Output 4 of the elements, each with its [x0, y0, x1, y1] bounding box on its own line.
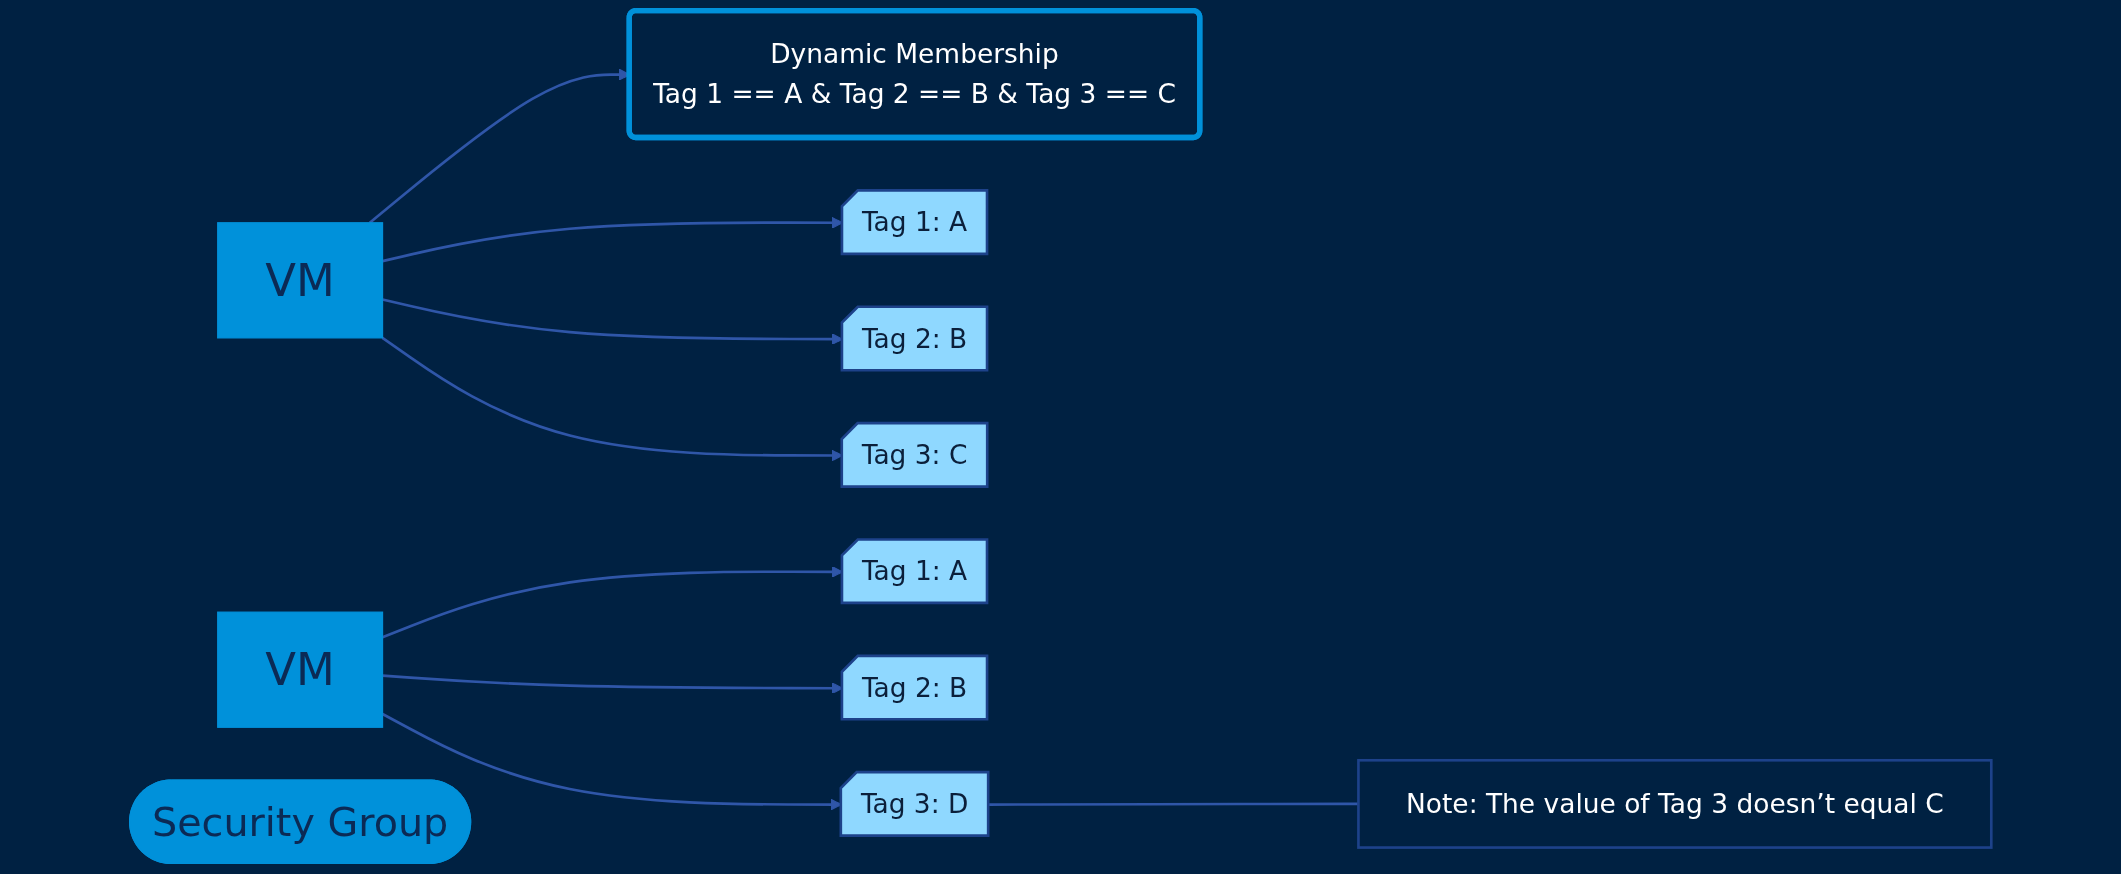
node-box: VM [217, 222, 384, 339]
node-box: Note: The value of Tag 3 doesn’t equal C [1357, 758, 1993, 849]
connector [988, 802, 1359, 806]
node-box: VM [217, 611, 384, 728]
